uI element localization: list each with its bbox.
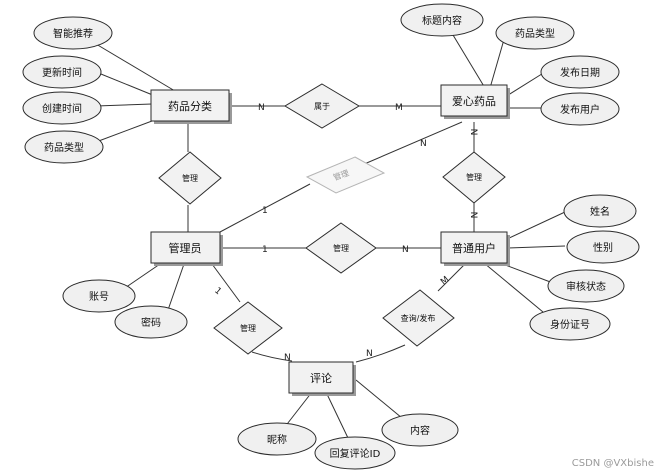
entity-comment: 评论 xyxy=(288,361,356,396)
attribute-id-number: 身份证号 xyxy=(529,307,611,341)
line-drug-type xyxy=(489,35,506,89)
relationship-manage-user: 管理 xyxy=(305,222,377,274)
svg-text:昵称: 昵称 xyxy=(267,433,287,446)
relationship-manage-comment: 管理 xyxy=(213,301,283,355)
entity-label: 管理员 xyxy=(169,241,202,255)
attribute-gender: 性别 xyxy=(566,230,640,264)
svg-text:密码: 密码 xyxy=(141,316,161,329)
attribute-password: 密码 xyxy=(114,305,188,339)
attribute-reply-comment-id: 回复评论ID xyxy=(314,436,396,470)
line-manage-drug-drug xyxy=(361,121,463,166)
card-drug-admin-n: N xyxy=(420,139,427,149)
relationship-manage-drug: 管理 xyxy=(305,156,386,194)
svg-text:姓名: 姓名 xyxy=(590,205,610,218)
line-manage-comment xyxy=(251,351,293,362)
line-name xyxy=(504,211,566,241)
attribute-update-time: 更新时间 xyxy=(22,55,102,89)
line-update-time xyxy=(95,71,161,99)
card-admin-comment-1: 1 xyxy=(212,286,223,297)
svg-text:更新时间: 更新时间 xyxy=(42,66,82,79)
svg-text:发布日期: 发布日期 xyxy=(560,66,600,79)
svg-text:回复评论ID: 回复评论ID xyxy=(330,447,381,460)
attribute-nickname: 昵称 xyxy=(237,422,317,456)
attribute-create-time: 创建时间 xyxy=(22,91,102,125)
svg-text:审核状态: 审核状态 xyxy=(566,280,606,293)
watermark: CSDN @VXbishe xyxy=(572,458,654,469)
svg-text:创建时间: 创建时间 xyxy=(42,102,82,115)
relationship-manage-user-drug: 管理 xyxy=(442,151,506,204)
relationship-manage-category: 管理 xyxy=(158,151,222,205)
entity-drug-category: 药品分类 xyxy=(150,89,232,124)
svg-text:内容: 内容 xyxy=(410,424,430,437)
line-audit-status xyxy=(499,262,554,284)
line-user-query xyxy=(437,263,466,292)
card-belongs-drug: M xyxy=(395,103,403,113)
card-user-drug-n: N xyxy=(468,212,478,219)
attribute-publish-date: 发布日期 xyxy=(540,55,620,89)
entity-love-drug: 爱心药品 xyxy=(440,84,510,119)
line-content xyxy=(355,379,403,419)
line-create-time xyxy=(95,103,153,107)
relationship-label: 属于 xyxy=(314,102,330,111)
line-admin-manage-comment xyxy=(211,263,241,303)
line-admin-manage-drug xyxy=(219,183,311,233)
line-title-content xyxy=(449,29,486,89)
card-admin-user-1: 1 xyxy=(262,245,268,255)
card-comment-admin-n: N xyxy=(284,353,291,363)
line-gender xyxy=(506,245,566,249)
card-user-comment-m: M xyxy=(439,275,451,288)
entity-label: 普通用户 xyxy=(452,241,496,255)
attribute-audit-status: 审核状态 xyxy=(547,269,625,303)
entity-label: 爱心药品 xyxy=(452,95,496,108)
cardinality-labels: N M 1 N N N 1 N 1 N N M xyxy=(212,103,478,363)
attribute-account: 账号 xyxy=(62,279,136,313)
svg-text:智能推荐: 智能推荐 xyxy=(53,27,93,40)
attribute-publish-user: 发布用户 xyxy=(540,92,620,126)
svg-text:标题内容: 标题内容 xyxy=(422,14,462,27)
relationship-label: 管理 xyxy=(240,323,256,333)
card-cat-belongs: N xyxy=(258,103,265,113)
line-reply-id xyxy=(325,391,349,439)
svg-text:账号: 账号 xyxy=(89,291,109,303)
relationship-label: 管理 xyxy=(333,243,349,253)
line-nickname xyxy=(283,391,313,429)
svg-text:发布用户: 发布用户 xyxy=(560,103,600,116)
entity-admin: 管理员 xyxy=(150,231,223,266)
attribute-drug-type: 药品类型 xyxy=(495,16,575,50)
connector-lines xyxy=(95,29,566,439)
line-query-comment xyxy=(355,344,406,363)
card-comment-user-n: N xyxy=(366,349,373,359)
attribute-title-content: 标题内容 xyxy=(400,3,484,37)
relationship-label: 查询/发布 xyxy=(401,313,436,323)
entity-user: 普通用户 xyxy=(440,231,510,266)
svg-text:身份证号: 身份证号 xyxy=(550,318,590,331)
entity-label: 评论 xyxy=(310,371,332,385)
attribute-smart-recommend: 智能推荐 xyxy=(33,16,113,50)
attribute-content: 内容 xyxy=(381,413,459,447)
svg-text:药品类型: 药品类型 xyxy=(44,141,84,154)
line-publish-date xyxy=(504,71,546,98)
line-id-number xyxy=(483,262,544,313)
line-smart-recommend xyxy=(95,43,176,92)
relationship-belongs-to: 属于 xyxy=(284,83,360,129)
relationship-query-publish: 查询/发布 xyxy=(382,289,455,347)
card-drug-user-n: N xyxy=(468,129,478,136)
entity-label: 药品分类 xyxy=(168,99,212,113)
svg-text:药品类型: 药品类型 xyxy=(515,27,555,40)
card-admin-drug: 1 xyxy=(262,206,268,216)
card-admin-user-n: N xyxy=(402,245,409,255)
attribute-name: 姓名 xyxy=(563,194,637,228)
relationship-label: 管理 xyxy=(466,172,482,182)
line-password xyxy=(167,263,185,311)
relationship-label: 管理 xyxy=(182,173,198,183)
line-account xyxy=(121,263,161,291)
line-cat-drug-type xyxy=(95,117,161,143)
svg-text:性别: 性别 xyxy=(593,241,613,254)
attribute-category-drug-type: 药品类型 xyxy=(24,130,104,164)
